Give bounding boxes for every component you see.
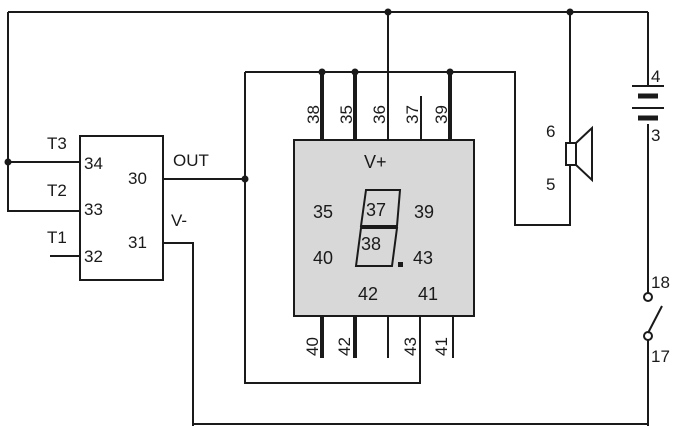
switch-pin-17-label: 17 (651, 347, 670, 366)
seg-40-label: 40 (313, 248, 333, 268)
top-pin-39-label: 39 (432, 105, 451, 124)
wires (7, 11, 649, 426)
pin-34-label: 34 (84, 154, 103, 173)
switch-lever (647, 305, 663, 334)
out-label: OUT (173, 151, 209, 170)
switch-contact-bottom (643, 331, 653, 341)
switch-pin-18-label: 18 (651, 273, 670, 292)
seg-43-label: 43 (413, 248, 433, 268)
seg-39-label: 39 (414, 202, 434, 222)
bottom-pin-43-label: 43 (401, 337, 420, 356)
junction-dots (4, 8, 574, 183)
junction-dot (446, 68, 454, 76)
speaker-cone-icon (575, 125, 593, 183)
junction-dot (241, 175, 249, 183)
seg-38-label: 38 (361, 234, 381, 254)
top-pin-37-label: 37 (403, 105, 422, 124)
switch: 18 17 (643, 273, 670, 366)
pin-32-label: 32 (84, 247, 103, 266)
junction-dot (318, 68, 326, 76)
input-t2-label: T2 (47, 181, 67, 200)
seven-segment-display: 38 35 36 37 39 40 42 43 41 V+ 35 37 39 4… (293, 105, 475, 356)
left-rail-wire (7, 12, 80, 212)
top-pin-38-label: 38 (304, 105, 323, 124)
digit-outline (354, 189, 402, 267)
vminus-wire (163, 242, 194, 426)
pin-31-label: 31 (128, 233, 147, 252)
top-pin-36-label: 36 (370, 105, 389, 124)
junction-dot (351, 68, 359, 76)
vminus-label: V- (171, 211, 187, 230)
logic-chip: T3 T2 T1 34 33 32 30 31 OUT V- (47, 134, 209, 281)
vplus-label: V+ (364, 152, 387, 172)
speaker: 6 5 (546, 122, 593, 194)
battery: 4 3 (632, 67, 664, 145)
chip-body (79, 135, 164, 281)
battery-pin-3-label: 3 (651, 126, 660, 145)
junction-dot (566, 8, 574, 16)
junction-dot (384, 8, 392, 16)
switch-contact-top (643, 292, 653, 302)
seg-35-label: 35 (313, 202, 333, 222)
battery-pin-4-label: 4 (651, 67, 660, 86)
display-loop-wire (244, 72, 421, 384)
seg-37-label: 37 (366, 200, 386, 220)
speaker-pin-5-label: 5 (546, 175, 555, 194)
seg-42-label: 42 (358, 284, 378, 304)
decimal-point (398, 262, 403, 267)
lower-digit-half (354, 227, 399, 267)
pin-33-label: 33 (84, 200, 103, 219)
input-t3-label: T3 (47, 134, 67, 153)
top-pin-35-label: 35 (337, 105, 356, 124)
junction-dot (4, 158, 12, 166)
bottom-pin-41-label: 41 (432, 337, 451, 356)
upper-digit-half (359, 189, 402, 227)
bottom-pin-40-label: 40 (303, 337, 322, 356)
speaker-magnet (565, 142, 577, 166)
seg-41-label: 41 (418, 284, 438, 304)
pin-30-label: 30 (128, 169, 147, 188)
input-t1-label: T1 (47, 228, 67, 247)
bottom-pin-42-label: 42 (335, 337, 354, 356)
speaker-pin-6-label: 6 (546, 122, 555, 141)
